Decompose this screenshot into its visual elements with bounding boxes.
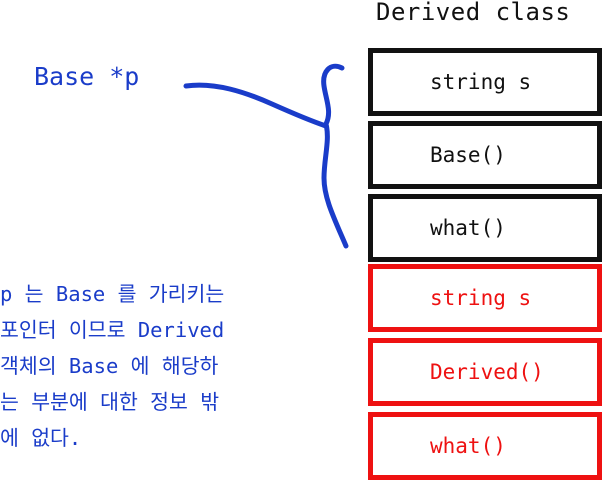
member-box-derived-what: what(): [368, 412, 602, 480]
curly-brace: [321, 63, 349, 249]
member-label: what(): [430, 216, 506, 240]
member-box-derived-constructor: Derived(): [368, 338, 602, 406]
member-label: Base(): [430, 143, 506, 167]
pointer-arrow-line: [183, 82, 329, 129]
member-label: string s: [430, 70, 532, 94]
note-line: 는 부분에 대한 정보 밖: [0, 390, 220, 414]
member-box-base-what: what(): [368, 194, 602, 262]
note-line: 포인터 이므로 Derived: [0, 318, 225, 342]
member-label: what(): [430, 434, 506, 458]
member-box-base-constructor: Base(): [368, 121, 602, 189]
note-line: 객체의 Base 에 해당하: [0, 354, 219, 378]
member-box-base-string: string s: [368, 48, 602, 116]
note-line: p 는 Base 를 가리키는: [0, 282, 225, 306]
pointer-label: Base *p: [34, 62, 140, 91]
member-label: string s: [430, 286, 532, 310]
diagram-title: Derived class: [376, 0, 571, 26]
member-box-derived-string: string s: [368, 264, 602, 332]
note-line: 에 없다.: [0, 426, 82, 450]
explanation-note: p 는 Base 를 가리키는 포인터 이므로 Derived 객체의 Base…: [0, 276, 300, 456]
member-label: Derived(): [430, 360, 544, 384]
